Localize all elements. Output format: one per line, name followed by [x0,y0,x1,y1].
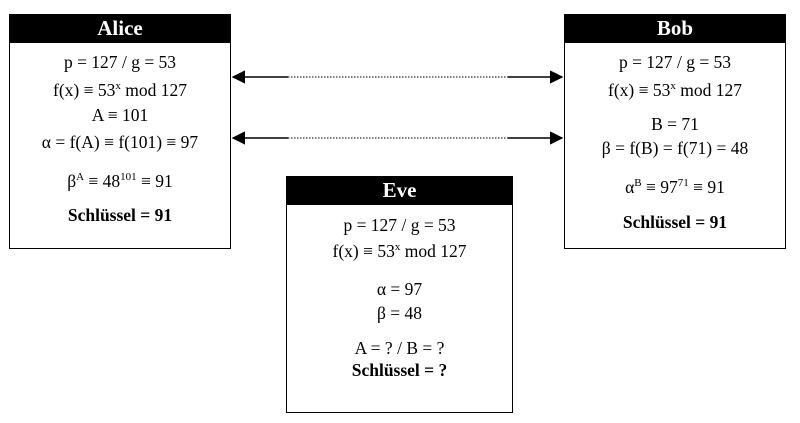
alice-public: α = f(A) ≡ f(101) ≡ 97 [41,132,199,152]
alice-function: f(x) ≡ 53x mod 127 [53,80,187,100]
alice-box: Alice p = 127 / g = 53 f(x) ≡ 53x mod 12… [9,14,231,249]
bob-key-calc: αB ≡ 9771 ≡ 91 [625,177,725,197]
alice-title: Alice [10,15,230,43]
alice-params: p = 127 / g = 53 [63,52,177,72]
bob-key-result: Schlüssel = 91 [622,212,728,232]
bob-public: β = f(B) = f(71) = 48 [601,138,749,158]
eve-title: Eve [287,177,512,205]
bob-function: f(x) ≡ 53x mod 127 [608,80,742,100]
alice-secret: A ≡ 101 [91,105,149,125]
eve-function: f(x) ≡ 53x mod 127 [332,241,467,261]
bob-secret: B = 71 [651,114,699,134]
eve-box: Eve p = 127 / g = 53 f(x) ≡ 53x mod 127 … [286,176,513,413]
eve-key-result: Schlüssel = ? [351,360,448,380]
alice-key-calc: βA ≡ 48101 ≡ 91 [67,171,173,191]
alice-key-result: Schlüssel = 91 [67,205,173,225]
bob-params: p = 127 / g = 53 [618,52,732,72]
bob-box: Bob p = 127 / g = 53 f(x) ≡ 53x mod 127 … [564,14,786,249]
eve-params: p = 127 / g = 53 [343,215,456,235]
eve-beta: β = 48 [376,303,423,323]
bob-title: Bob [565,15,785,43]
eve-alpha: α = 97 [376,279,423,299]
eve-unknowns: A = ? / B = ? [354,338,445,358]
